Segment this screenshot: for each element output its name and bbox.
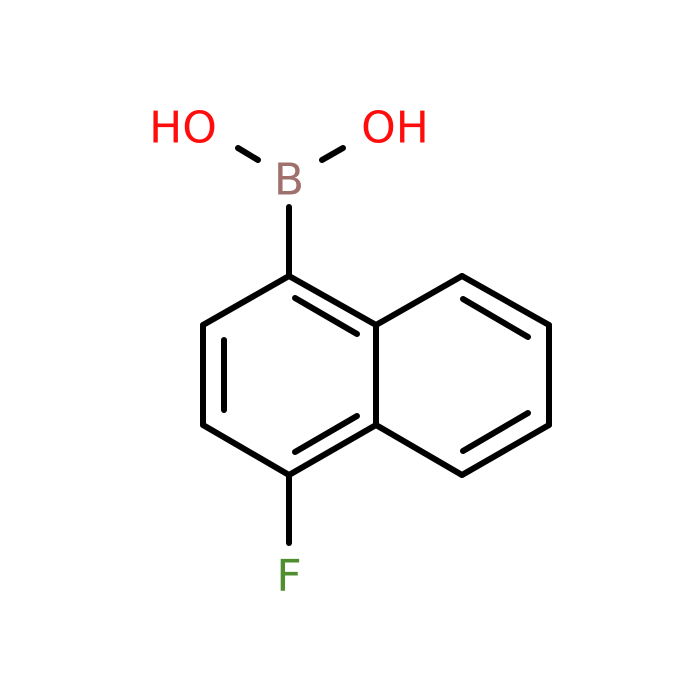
atom-label-ho: HO [149, 103, 217, 154]
bond-c8a-c1 [286, 273, 379, 328]
bond-b-o-right [319, 145, 346, 163]
bond-c5-c4a [373, 422, 465, 478]
bond-c1-c2 [200, 273, 292, 328]
atom-label-boron: B [274, 155, 304, 206]
double-bond-c8-c7 [460, 296, 531, 340]
double-bond-c6-c5 [460, 410, 531, 454]
atom-label-oh: OH [361, 103, 429, 154]
double-bond-c8a-c1 [292, 295, 360, 337]
bond-c4-c4a [286, 422, 379, 478]
bond-c8a-c8 [373, 273, 465, 328]
bond-c6-c5 [459, 422, 552, 478]
bond-c3-c4 [200, 422, 292, 478]
double-bond-c4-c4a [292, 413, 360, 455]
bond-b-o-left [235, 145, 261, 163]
atom-label-fluorine: F [276, 551, 301, 602]
bond-c8-c7 [459, 273, 552, 328]
